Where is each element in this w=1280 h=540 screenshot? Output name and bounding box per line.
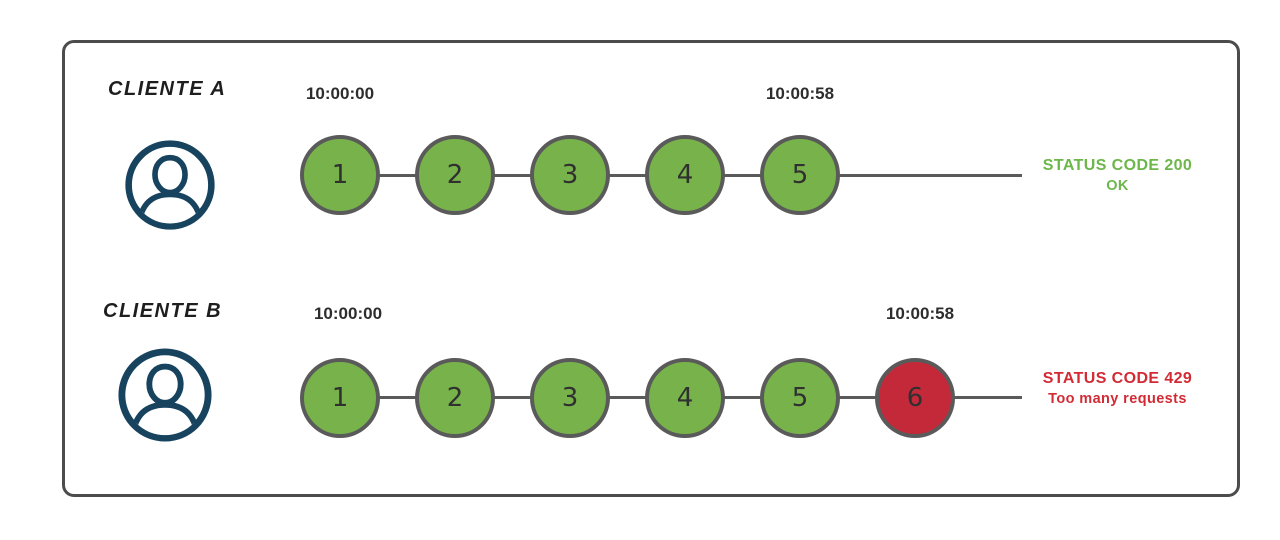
status-message-text: Too many requests bbox=[1048, 391, 1187, 407]
status-code-text: STATUS CODE 429 bbox=[1042, 370, 1193, 387]
client-b-label: CLIENTE B bbox=[103, 300, 223, 322]
row-b-start-timestamp: 10:00:00 bbox=[313, 304, 383, 323]
request-node: 4 bbox=[645, 135, 725, 215]
diagram-frame bbox=[62, 40, 1240, 497]
request-node: 5 bbox=[760, 135, 840, 215]
request-node: 5 bbox=[760, 358, 840, 438]
user-avatar-icon bbox=[116, 346, 214, 449]
status-code-text: STATUS CODE 200 bbox=[1042, 157, 1193, 174]
request-node-rejected: 6 bbox=[875, 358, 955, 438]
request-node: 1 bbox=[300, 358, 380, 438]
row-a-start-timestamp: 10:00:00 bbox=[305, 84, 375, 103]
request-node: 4 bbox=[645, 358, 725, 438]
client-a-label: CLIENTE A bbox=[108, 78, 227, 100]
request-node: 3 bbox=[530, 358, 610, 438]
status-message-text: OK bbox=[1106, 178, 1129, 194]
request-node: 2 bbox=[415, 358, 495, 438]
request-node: 3 bbox=[530, 135, 610, 215]
row-b-end-timestamp: 10:00:58 bbox=[885, 304, 955, 323]
row-b-status: STATUS CODE 429 Too many requests bbox=[1025, 369, 1210, 409]
request-node: 2 bbox=[415, 135, 495, 215]
user-avatar-icon bbox=[123, 138, 217, 237]
request-node: 1 bbox=[300, 135, 380, 215]
row-a-status: STATUS CODE 200 OK bbox=[1025, 156, 1210, 196]
row-a-end-timestamp: 10:00:58 bbox=[765, 84, 835, 103]
